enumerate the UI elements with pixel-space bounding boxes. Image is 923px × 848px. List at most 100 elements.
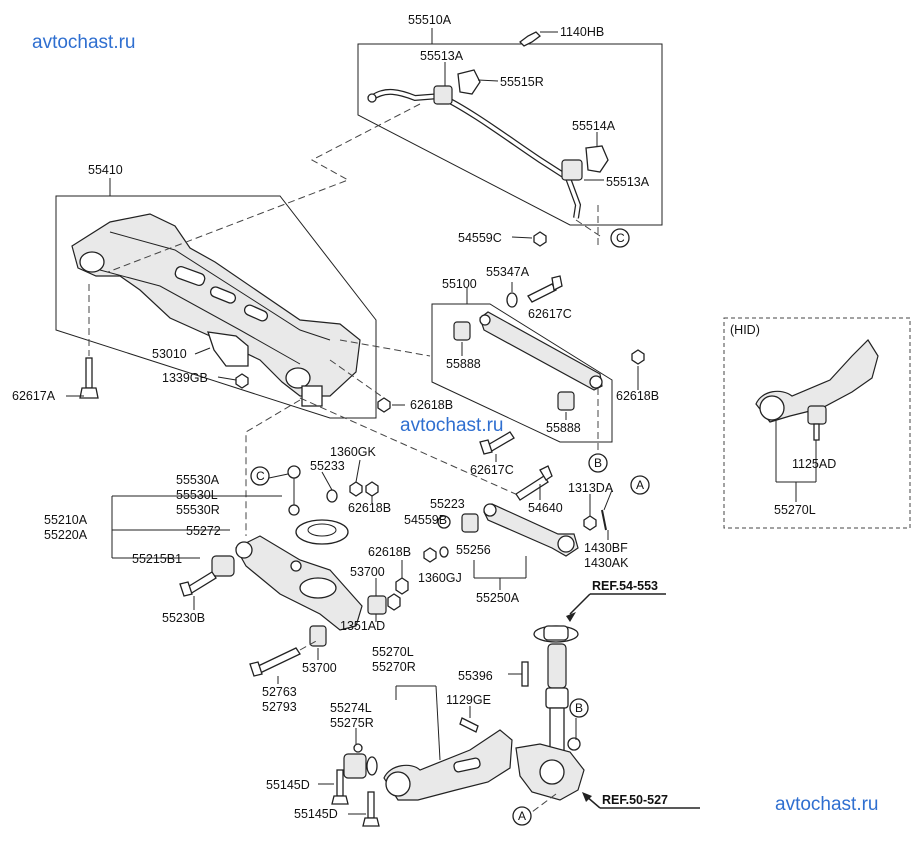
label-55100: 55100 (442, 277, 477, 291)
hid-frame (723, 317, 911, 529)
bushing-55513A-right[interactable] (561, 159, 583, 181)
watermark-middle: avtochast.ru (400, 415, 504, 436)
nut-62618B-arm-low (395, 577, 409, 595)
shock-dust-cover (547, 643, 567, 689)
bolt-55396[interactable] (521, 661, 529, 687)
bushing-55513A-top[interactable] (433, 85, 453, 105)
label-55220A: 55220A (44, 528, 88, 542)
label-55250A: 55250A (476, 591, 520, 605)
callout-a-knuckle: A (518, 809, 526, 823)
label-54640: 54640 (528, 501, 563, 515)
label-55210A: 55210A (44, 513, 88, 527)
upper-link-55250A[interactable] (483, 503, 579, 557)
trailing-arm-group (318, 685, 513, 827)
label-55145D-upper: 55145D (266, 778, 310, 792)
label-62618B-low: 62618B (348, 501, 391, 515)
bushing-53700-upper[interactable] (367, 595, 387, 615)
dashed-connectors (107, 103, 521, 536)
washer-1360GJ[interactable] (439, 546, 449, 558)
bushing-55274L[interactable] (343, 753, 367, 779)
label-55256: 55256 (456, 543, 491, 557)
washer-1360GK[interactable] (349, 481, 363, 497)
label-55410: 55410 (88, 163, 123, 177)
label-55233: 55233 (310, 459, 345, 473)
crossmember-group-frame (55, 195, 377, 419)
bushing-55256[interactable] (461, 513, 479, 533)
label-1430BF: 1430BF (584, 541, 628, 555)
stabilizer-bar[interactable] (370, 89, 582, 219)
label-55274L: 55274L (330, 701, 372, 715)
hid-trailing-arm[interactable] (755, 339, 879, 423)
ref-54-553[interactable]: REF.54-553 (592, 579, 658, 593)
bolt-62617A[interactable] (85, 357, 93, 389)
spring-pad-55272[interactable] (295, 519, 349, 545)
nut-54559B[interactable] (423, 547, 437, 563)
bracket-55515R[interactable] (457, 69, 481, 95)
hid-title: (HID) (730, 323, 760, 337)
upper-link-group (423, 465, 613, 590)
label-62618B-right: 62618B (616, 389, 659, 403)
label-55888-left: 55888 (446, 357, 481, 371)
label-62617C-top: 62617C (528, 307, 572, 321)
lateral-arm-frame (431, 303, 613, 443)
nut-54559C[interactable] (533, 231, 547, 247)
label-62618B-center: 62618B (368, 545, 411, 559)
bushing-55888-left[interactable] (453, 321, 471, 341)
bracket-53010[interactable] (207, 331, 249, 367)
label-55223: 55223 (430, 497, 465, 511)
trailing-arm-55270[interactable] (383, 729, 513, 801)
nut-1313DA[interactable] (583, 515, 597, 531)
callout-c-link: C (256, 469, 265, 483)
bushing-55888-right[interactable] (557, 391, 575, 411)
crossmember-55410[interactable] (71, 213, 361, 397)
nut-1339GB[interactable] (235, 373, 249, 389)
watermark-top-left: avtochast.ru (32, 32, 136, 53)
lateral-arm-55100[interactable] (479, 311, 603, 391)
nut-1351AD[interactable] (387, 593, 401, 611)
bolt-55145D-upper[interactable] (336, 769, 344, 797)
label-55145D-lower: 55145D (294, 807, 338, 821)
label-55270L: 55270L (372, 645, 414, 659)
label-1313DA: 1313DA (568, 481, 614, 495)
label-55514A: 55514A (572, 119, 616, 133)
nut-62618B-crossmember[interactable] (377, 397, 391, 413)
label-52763: 52763 (262, 685, 297, 699)
hid-label-1125AD: 1125AD (792, 457, 836, 471)
part-labels: 55510A 1140HB 55513A 55515R 55514A 55513… (12, 13, 836, 821)
label-55272: 55272 (186, 524, 221, 538)
hid-bushing (807, 405, 827, 425)
label-55215B1: 55215B1 (132, 552, 182, 566)
label-55530R: 55530R (176, 503, 220, 517)
shock-absorber[interactable] (545, 687, 569, 709)
label-1360GK: 1360GK (330, 445, 377, 459)
label-55530L: 55530L (176, 488, 218, 502)
bushing-53700-lower[interactable] (309, 625, 327, 647)
ref-50-527[interactable]: REF.50-527 (602, 793, 668, 807)
bushing-55215B1[interactable] (211, 555, 235, 577)
nut-62618B-link[interactable] (365, 481, 379, 497)
callout-b-arm: B (594, 456, 602, 470)
label-55888-right: 55888 (546, 421, 581, 435)
label-55275R: 55275R (330, 716, 374, 730)
bracket-55514A[interactable] (585, 145, 609, 173)
nut-62618B-arm[interactable] (631, 349, 645, 365)
label-55270R: 55270R (372, 660, 416, 674)
lower-arm-55210A[interactable] (235, 535, 363, 631)
callout-a-pin: A (636, 478, 644, 492)
hid-bolt-1125AD[interactable] (813, 423, 820, 441)
bolt-1129GE[interactable] (459, 717, 479, 733)
stabilizer-bar-group (357, 28, 663, 248)
washer-55223[interactable] (437, 515, 451, 529)
washer-55347A[interactable] (506, 292, 518, 308)
bolt-62617C-top[interactable] (527, 283, 557, 303)
bolt-1140HB[interactable] (519, 31, 541, 47)
bolt-54640[interactable] (515, 475, 549, 501)
label-1129GE: 1129GE (446, 693, 491, 707)
callout-b-knuckle: B (575, 701, 583, 715)
label-55513A-right: 55513A (606, 175, 650, 189)
bolt-55145D-lower[interactable] (367, 791, 375, 819)
label-1351AD: 1351AD (340, 619, 385, 633)
pin-1430BF[interactable] (601, 509, 607, 531)
crossmember-mount-right (285, 367, 311, 389)
washer-55233[interactable] (326, 489, 338, 503)
